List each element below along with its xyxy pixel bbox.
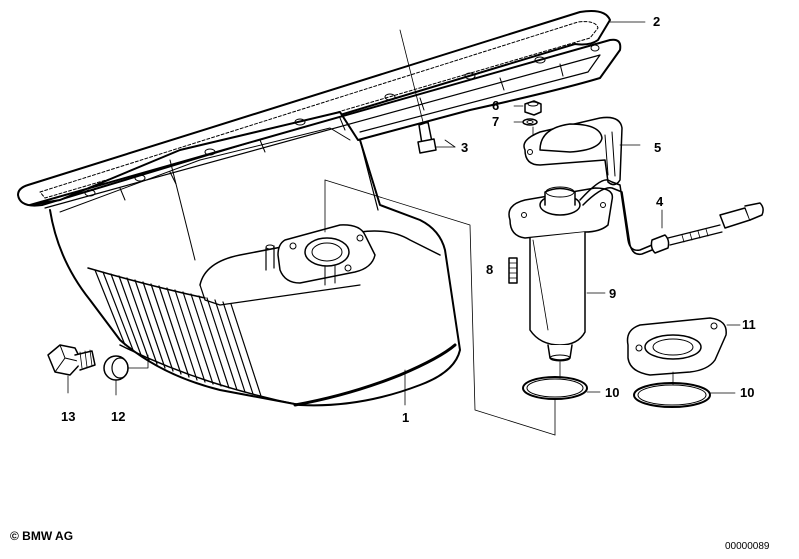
callout-10-right: 10: [740, 385, 755, 400]
callout-9: 9: [609, 286, 617, 301]
callout-10-left: 10: [605, 385, 620, 400]
callout-5: 5: [654, 140, 662, 155]
sensor-cover: [523, 116, 641, 186]
nut-and-washer: [513, 100, 542, 146]
flange-plate: [626, 317, 741, 386]
drawing-number: 00000089: [725, 541, 770, 552]
callout-3: 3: [461, 140, 469, 155]
callout-13: 13: [61, 409, 76, 424]
callout-1: 1: [402, 410, 410, 425]
callout-2: 2: [653, 14, 661, 29]
callout-6: 6: [492, 98, 500, 113]
leader-lines: [324, 21, 646, 436]
sealing-washer: [103, 354, 149, 396]
callout-7: 7: [492, 114, 500, 129]
oil-level-sensor: [508, 179, 653, 362]
o-ring-right: [633, 382, 736, 408]
oil-pan: [29, 38, 622, 407]
copyright-notice: © BMW AG: [10, 529, 74, 543]
bolt: [399, 29, 456, 154]
callout-4: 4: [656, 194, 664, 209]
o-ring-left: [522, 376, 601, 400]
oil-pan-gasket: [17, 10, 611, 207]
drain-plug: [47, 344, 96, 394]
connector-lead: [650, 202, 764, 254]
callout-8: 8: [486, 262, 494, 277]
callout-12: 12: [111, 409, 126, 424]
stud: [508, 257, 518, 284]
callout-11: 11: [742, 317, 756, 332]
